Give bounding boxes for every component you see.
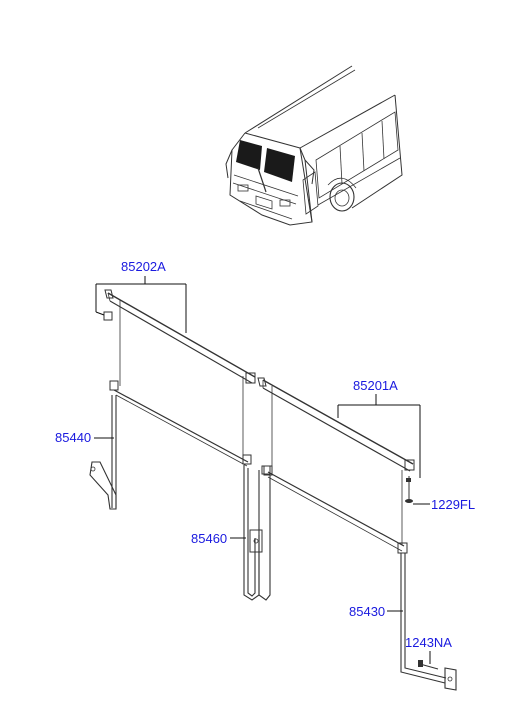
leader-lines <box>94 276 431 664</box>
part-label-85460[interactable]: 85460 <box>191 531 227 546</box>
blind-assembly-right <box>257 377 457 691</box>
windshield-left <box>236 140 262 170</box>
blind-assembly-left <box>89 289 256 510</box>
part-label-85440[interactable]: 85440 <box>55 430 91 445</box>
bus-illustration <box>225 65 403 226</box>
part-label-85201a[interactable]: 85201A <box>353 378 398 393</box>
part-label-85202a[interactable]: 85202A <box>121 259 166 274</box>
support-rod-85460 <box>243 465 271 601</box>
windshield-right <box>264 148 295 182</box>
part-label-1229fl[interactable]: 1229FL <box>431 497 475 512</box>
part-label-1243na[interactable]: 1243NA <box>405 635 452 650</box>
part-label-85430[interactable]: 85430 <box>349 604 385 619</box>
part-labels: 85202A 85201A 85440 1229FL 85460 85430 1… <box>55 259 475 650</box>
